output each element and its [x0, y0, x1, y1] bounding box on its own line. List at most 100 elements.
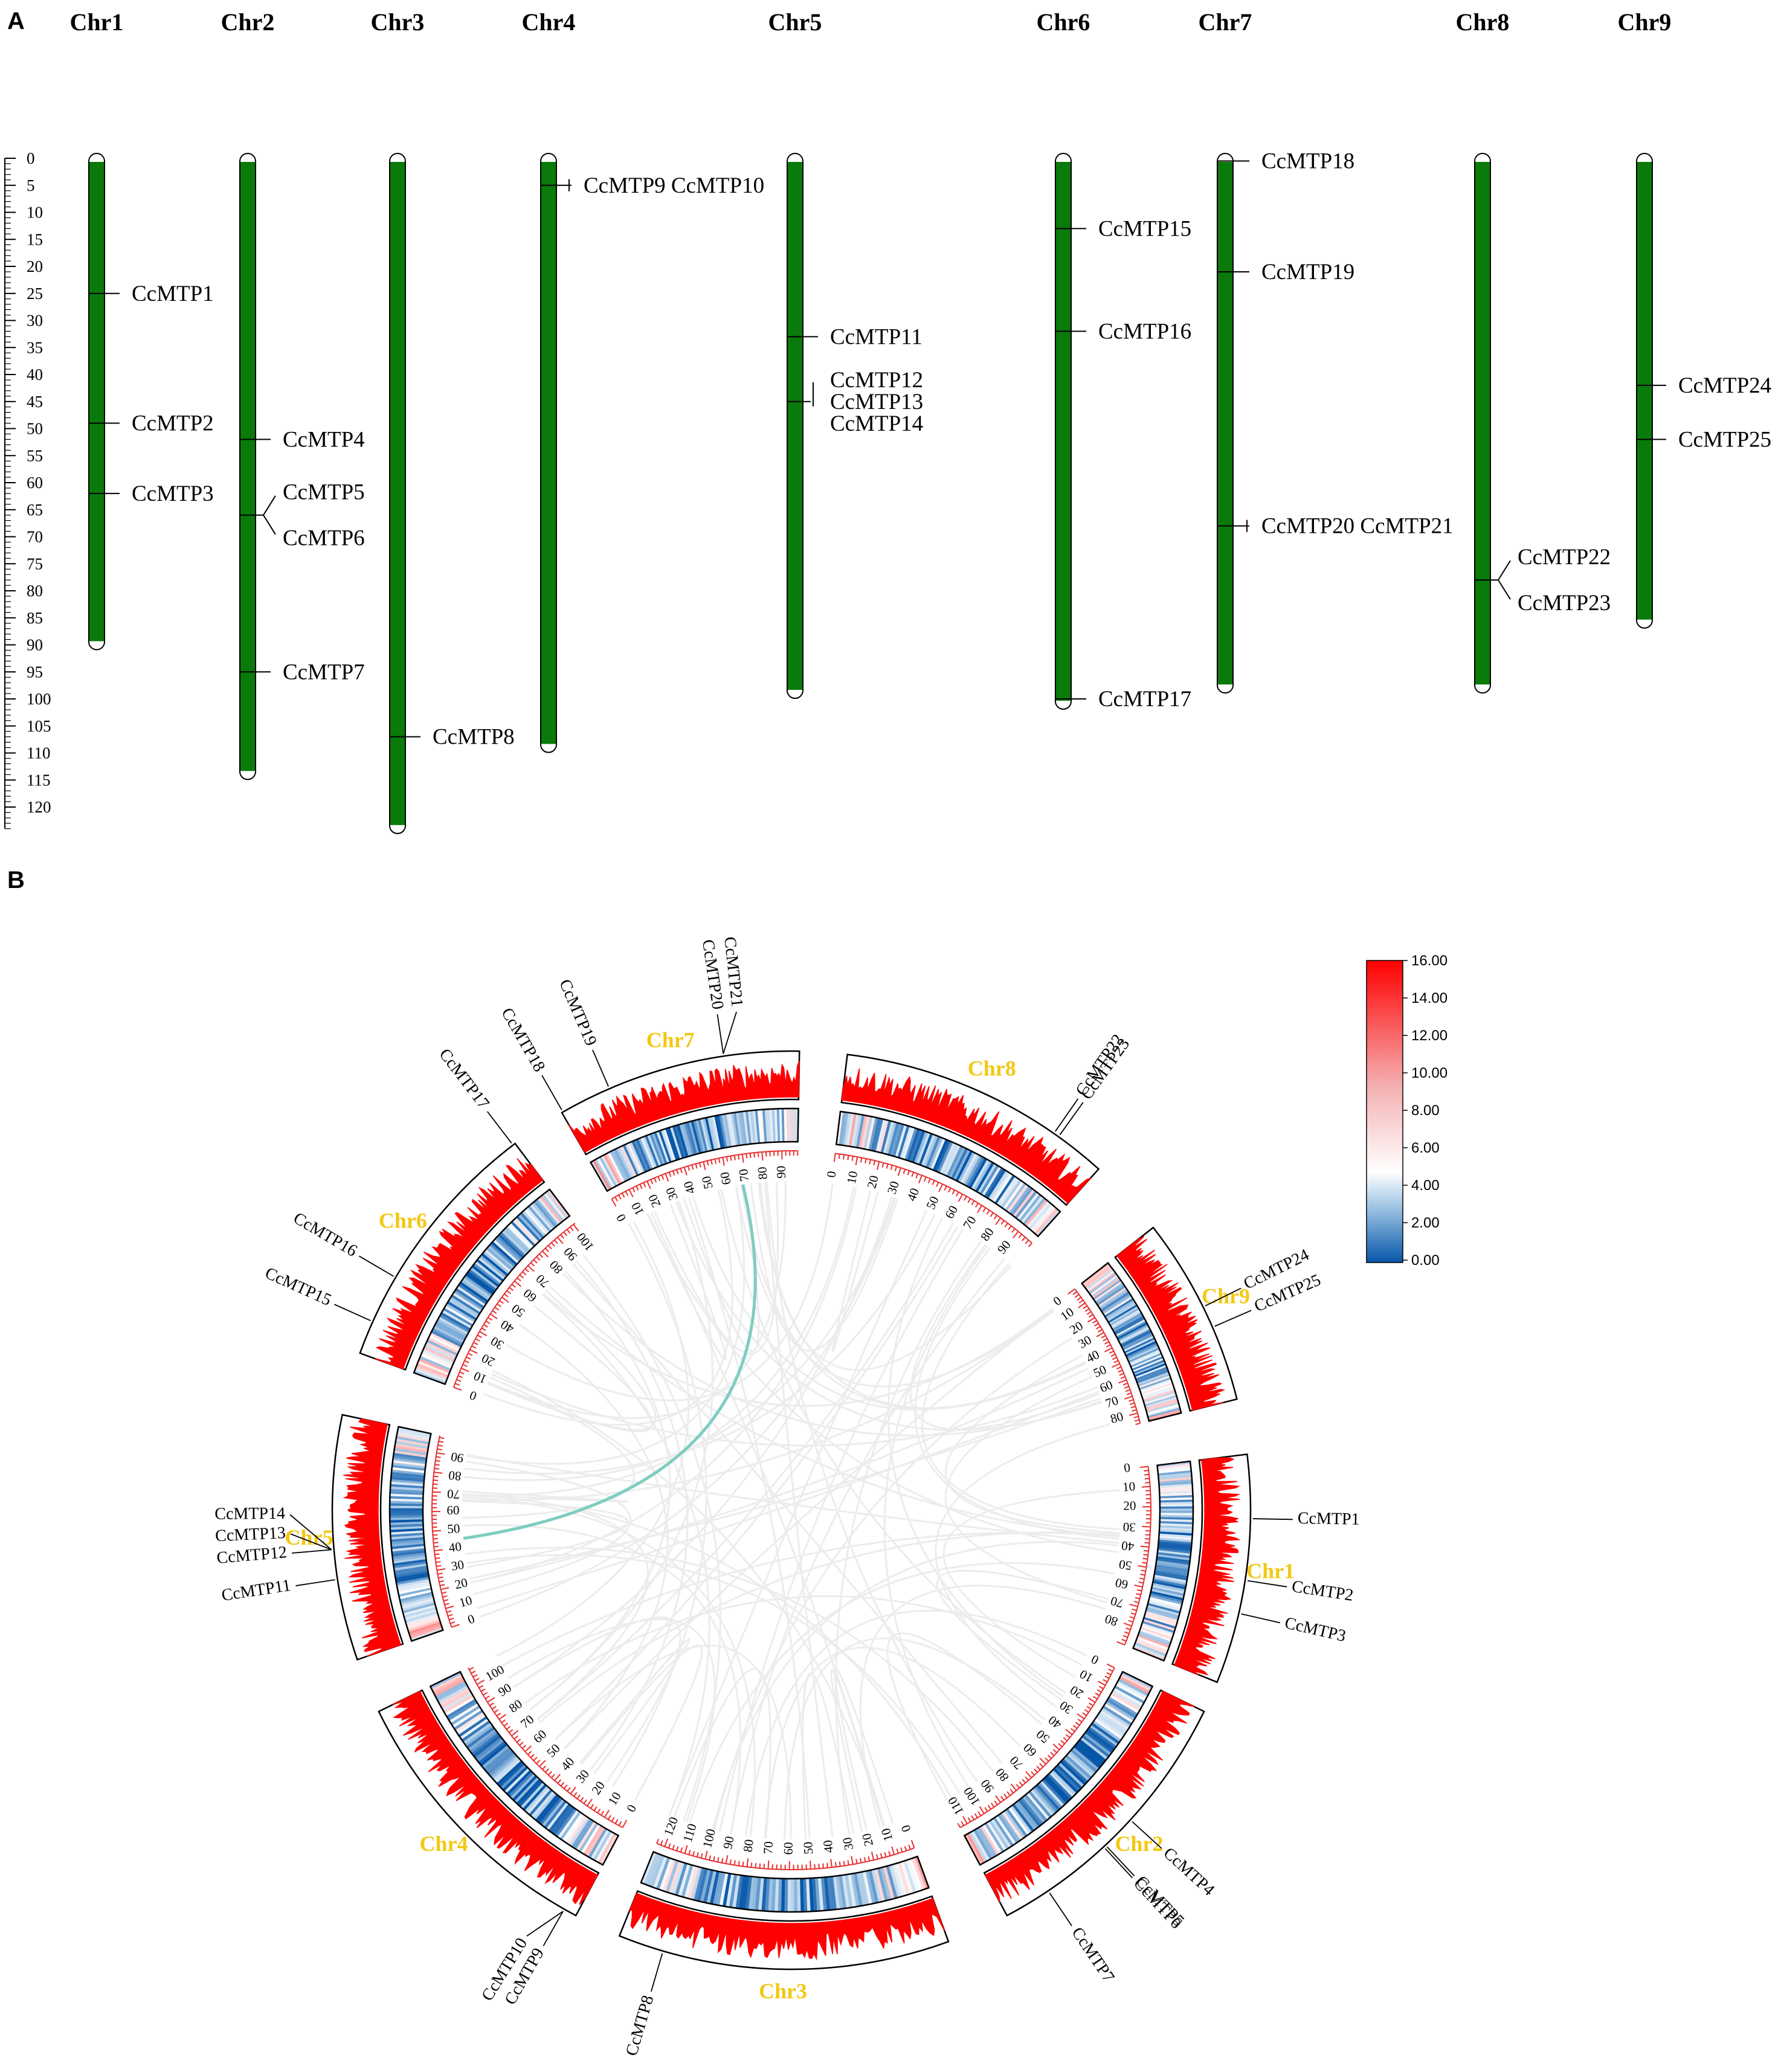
heatmap-cell	[839, 1875, 847, 1909]
ruler-tick	[481, 1327, 486, 1331]
ruler-tick	[714, 1159, 717, 1164]
circos-gene-label: CcMTP11	[221, 1576, 292, 1605]
heatmap-cell	[512, 1219, 538, 1245]
heatmap-cell	[1042, 1778, 1067, 1806]
heatmap-cell	[962, 1154, 981, 1185]
ruler-tick	[468, 1353, 473, 1356]
heatmap-cell	[393, 1559, 427, 1566]
heatmap-cell	[791, 1108, 794, 1142]
scale-tick-label: 55	[27, 446, 43, 465]
heatmap-cell	[967, 1156, 985, 1188]
heatmap-cell	[853, 1873, 863, 1906]
heatmap-cell	[729, 1113, 736, 1147]
heatmap-cell	[716, 1115, 726, 1148]
ruler-tick	[668, 1172, 672, 1177]
heatmap-cell	[1089, 1273, 1118, 1295]
heatmap-cell	[1056, 1764, 1083, 1790]
heatmap-cell	[1090, 1722, 1120, 1745]
ruler-line	[835, 1153, 1032, 1244]
ruler-tick-label: 0	[623, 1802, 639, 1815]
scale-tick-label: 40	[27, 365, 43, 384]
heatmap-cell	[396, 1578, 430, 1588]
heatmap-cell	[537, 1795, 561, 1824]
scale-bar: 0510152025303540455055606570758085909510…	[4, 149, 51, 829]
synteny-link	[935, 1423, 1110, 1708]
heatmap-cell	[390, 1514, 423, 1518]
synteny-link	[735, 1185, 1054, 1388]
ruler-tick	[1133, 1415, 1139, 1418]
heatmap-cell	[988, 1819, 1010, 1850]
ruler-tick	[557, 1779, 562, 1784]
ruler-tick	[1104, 1347, 1113, 1353]
synteny-link	[942, 1489, 1121, 1678]
ruler-tick	[957, 1823, 961, 1828]
ruler-tick	[995, 1795, 1001, 1803]
ruler-tick	[441, 1591, 447, 1594]
heatmap-cell	[1141, 1382, 1173, 1395]
heatmap-cell	[1086, 1728, 1115, 1751]
heatmap-cell	[1159, 1529, 1193, 1534]
heatmap-cell	[880, 1867, 892, 1900]
heatmap-cell	[1113, 1314, 1144, 1333]
heatmap-track	[590, 1108, 799, 1191]
heatmap-cell	[1016, 1800, 1039, 1829]
heatmap-cell	[401, 1598, 434, 1609]
heatmap-cell	[880, 1120, 892, 1154]
heatmap-cell	[748, 1876, 755, 1910]
heatmap-cell	[1139, 1377, 1171, 1391]
ruler-tick	[508, 1729, 514, 1733]
circos-gene-label: CcMTP19	[555, 977, 601, 1049]
heatmap-cell	[1089, 1725, 1118, 1747]
heatmap-cell	[398, 1585, 431, 1595]
synteny-link	[835, 1240, 982, 1835]
heatmap-cell	[505, 1226, 531, 1252]
ruler-tick	[1139, 1466, 1148, 1469]
ruler-tick	[987, 1804, 991, 1810]
scale-tick-label: 100	[27, 690, 51, 708]
ruler-tick-label: 30	[840, 1836, 856, 1852]
ruler-tick	[995, 1217, 1001, 1226]
heatmap-cell	[398, 1587, 432, 1597]
ruler-tick	[527, 1751, 532, 1755]
heatmap-cell	[752, 1110, 759, 1144]
ruler-tick	[1086, 1705, 1092, 1710]
heatmap-cell	[496, 1760, 523, 1786]
heatmap-cell	[850, 1873, 860, 1907]
heatmap-cell	[526, 1787, 551, 1815]
heatmap-cell	[856, 1872, 866, 1906]
ruler-tick	[855, 1156, 858, 1166]
heatmap-cell	[393, 1561, 427, 1569]
ruler-tick	[506, 1290, 511, 1295]
heatmap-cell	[1154, 1570, 1188, 1579]
ruler-tick	[485, 1320, 491, 1324]
heatmap-cell	[683, 1122, 695, 1156]
heatmap-cell	[704, 1117, 715, 1151]
heatmap-cell	[465, 1273, 494, 1295]
heatmap-cell	[911, 1857, 926, 1890]
heatmap-cell	[390, 1530, 424, 1535]
ruler-tick-label: 70	[1109, 1594, 1125, 1611]
ruler-tick	[843, 1861, 845, 1866]
heatmap-cell	[874, 1868, 885, 1902]
ruler-tick	[729, 1859, 732, 1865]
heatmap-cell	[973, 1829, 993, 1860]
heatmap-cell	[1150, 1591, 1183, 1601]
ruler-tick	[1106, 1663, 1115, 1668]
heatmap-cell	[1121, 1671, 1153, 1690]
heatmap-cell	[391, 1541, 425, 1547]
ruler-tick	[716, 1857, 720, 1862]
ruler-tick	[433, 1475, 439, 1478]
ruler-line	[611, 1150, 798, 1200]
ruler-tick	[860, 1157, 863, 1163]
chromosome-title: Chr5	[768, 8, 822, 36]
synteny-link	[611, 1223, 707, 1787]
heatmap-cell	[1153, 1578, 1187, 1588]
ruler-tick	[1106, 1672, 1112, 1676]
heatmap-cell	[391, 1467, 425, 1473]
scale-tick-label: 25	[27, 285, 43, 303]
heatmap-cell	[1157, 1554, 1191, 1561]
heatmap-cell	[767, 1108, 772, 1143]
circos-gene-label: CcMTP2	[1290, 1577, 1354, 1605]
